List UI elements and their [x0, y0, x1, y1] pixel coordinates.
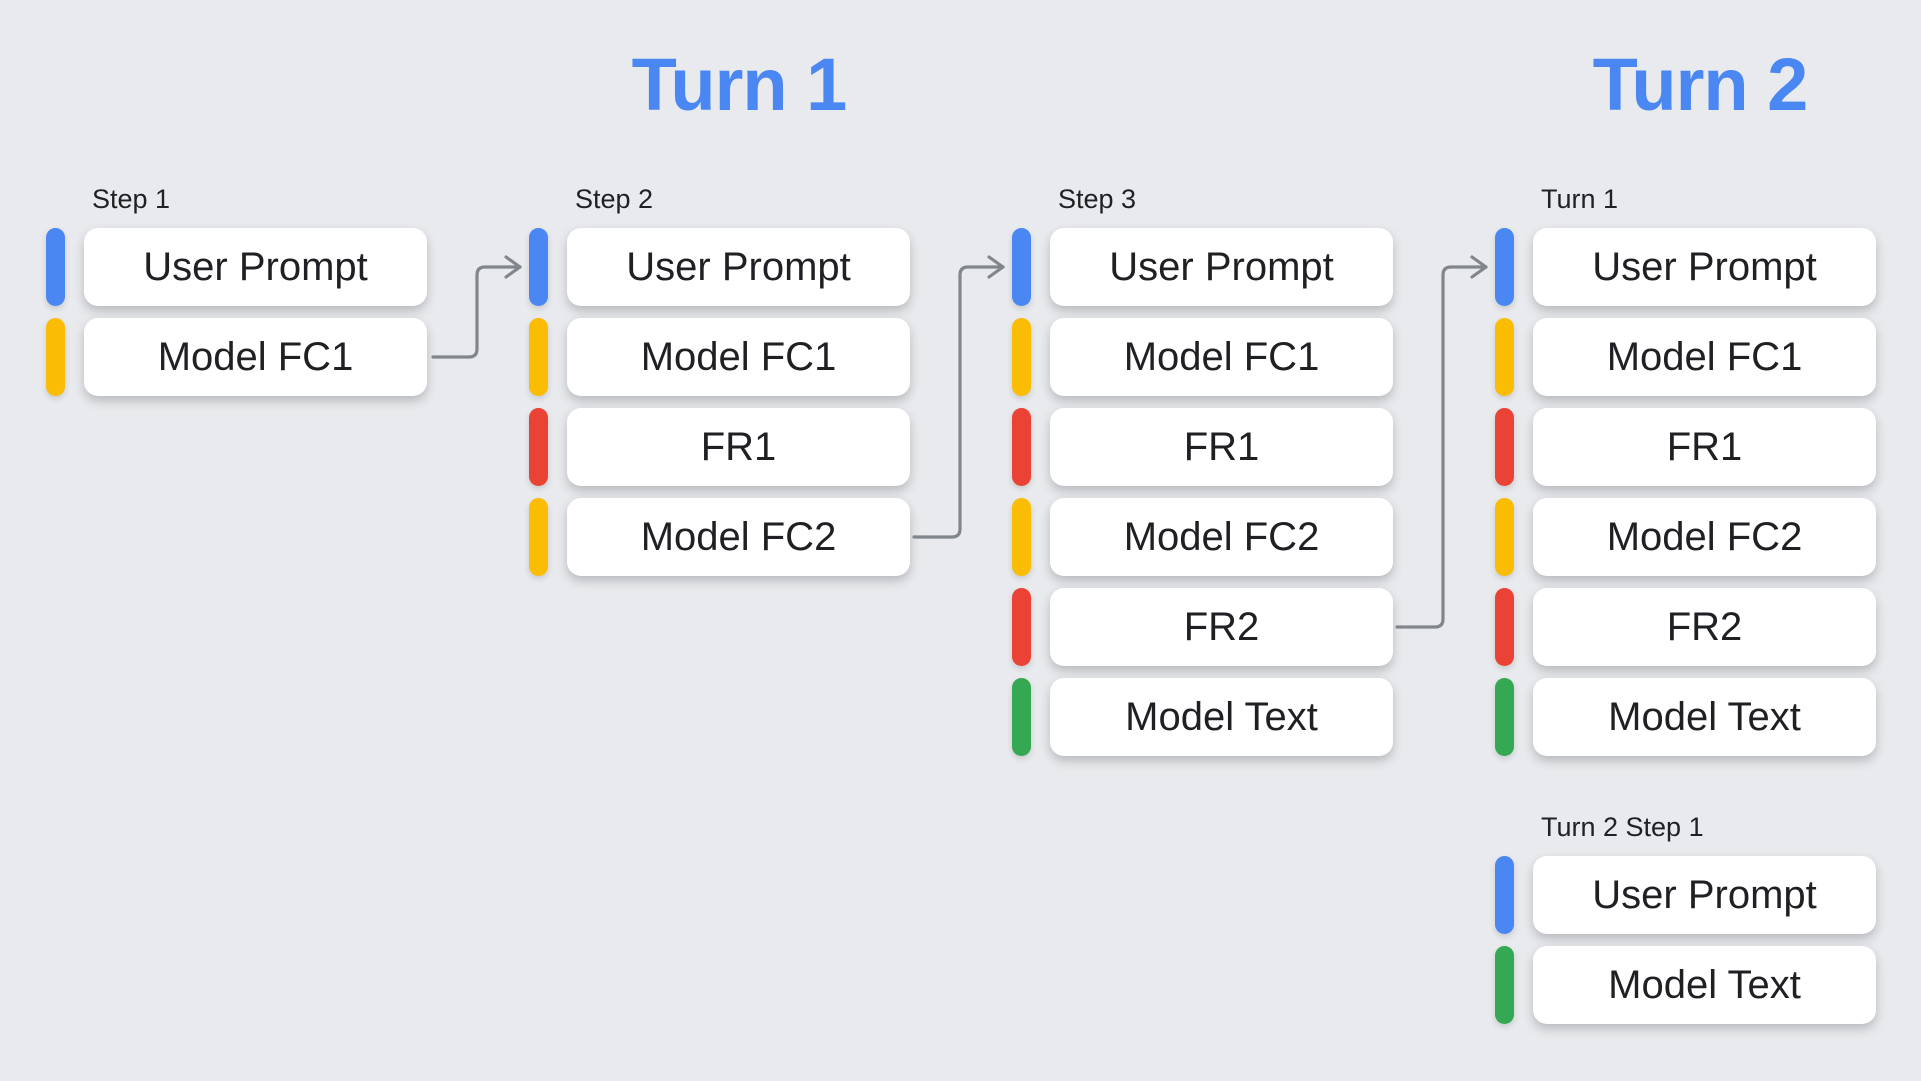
model-fc1-box: Model FC1 — [1533, 318, 1876, 396]
function-response-color-bar — [1012, 408, 1031, 486]
step-3-row-model-fc2: Model FC2 — [1012, 498, 1393, 576]
function-response-color-bar — [1495, 588, 1514, 666]
fr1-box: FR1 — [1050, 408, 1393, 486]
function-response-color-bar — [529, 408, 548, 486]
turn-1-history-label: Turn 1 — [1541, 184, 1619, 214]
turn-1-title: Turn 1 — [631, 43, 848, 126]
model-fc1-box: Model FC1 — [567, 318, 910, 396]
model-fc2-box: Model FC2 — [1533, 498, 1876, 576]
model-fc-color-bar — [46, 318, 65, 396]
turn-2-step-1-column: Turn 2 Step 1 User Prompt Model Text — [1495, 812, 1876, 1036]
model-fc-color-bar — [1495, 498, 1514, 576]
fr1-box: FR1 — [567, 408, 910, 486]
model-fc-color-bar — [1495, 318, 1514, 396]
turn-1-history-row-model-fc2: Model FC2 — [1495, 498, 1876, 576]
arrow-step3-to-turn2 — [1395, 265, 1488, 629]
step-2-label: Step 2 — [575, 184, 654, 214]
step-1-column: Step 1 User Prompt Model FC1 — [46, 184, 427, 408]
step-2-column: Step 2 User Prompt Model FC1 FR1 Model F… — [529, 184, 910, 588]
model-fc-color-bar — [1012, 318, 1031, 396]
turn-1-history-column: Turn 1 User Prompt Model FC1 FR1 Model F… — [1495, 184, 1876, 768]
turn-2-step-1-row-user-prompt: User Prompt — [1495, 856, 1876, 934]
turn-1-history-row-fr1: FR1 — [1495, 408, 1876, 486]
step-2-row-model-fc1: Model FC1 — [529, 318, 910, 396]
step-2-row-user-prompt: User Prompt — [529, 228, 910, 306]
turn-1-history-row-user-prompt: User Prompt — [1495, 228, 1876, 306]
model-fc-color-bar — [529, 318, 548, 396]
user-prompt-box: User Prompt — [1533, 228, 1876, 306]
fr2-box: FR2 — [1533, 588, 1876, 666]
step-1-label: Step 1 — [92, 184, 171, 214]
user-prompt-color-bar — [46, 228, 65, 306]
arrow-step3-to-turn2-head — [1470, 255, 1488, 279]
user-prompt-box: User Prompt — [84, 228, 427, 306]
arrow-step1-to-step2-head — [504, 255, 522, 279]
function-response-color-bar — [1012, 588, 1031, 666]
model-text-color-bar — [1495, 678, 1514, 756]
step-2-row-fr1: FR1 — [529, 408, 910, 486]
step-3-row-model-text: Model Text — [1012, 678, 1393, 756]
model-fc2-box: Model FC2 — [1050, 498, 1393, 576]
step-3-row-fr1: FR1 — [1012, 408, 1393, 486]
function-response-color-bar — [1495, 408, 1514, 486]
user-prompt-box: User Prompt — [1533, 856, 1876, 934]
model-fc1-box: Model FC1 — [1050, 318, 1393, 396]
model-text-box: Model Text — [1050, 678, 1393, 756]
arrow-step2-to-step3 — [912, 265, 1005, 539]
turn-1-history-row-model-text: Model Text — [1495, 678, 1876, 756]
model-text-color-bar — [1012, 678, 1031, 756]
model-fc2-box: Model FC2 — [567, 498, 910, 576]
step-3-row-fr2: FR2 — [1012, 588, 1393, 666]
model-fc1-box: Model FC1 — [84, 318, 427, 396]
model-text-box: Model Text — [1533, 678, 1876, 756]
arrow-step2-to-step3-head — [987, 255, 1005, 279]
user-prompt-box: User Prompt — [1050, 228, 1393, 306]
turn-2-step-1-row-model-text: Model Text — [1495, 946, 1876, 1024]
step-1-row-model-fc1: Model FC1 — [46, 318, 427, 396]
model-text-color-bar — [1495, 946, 1514, 1024]
user-prompt-color-bar — [1012, 228, 1031, 306]
step-3-row-user-prompt: User Prompt — [1012, 228, 1393, 306]
user-prompt-box: User Prompt — [567, 228, 910, 306]
user-prompt-color-bar — [529, 228, 548, 306]
arrow-step1-to-step2 — [431, 265, 522, 359]
model-text-box: Model Text — [1533, 946, 1876, 1024]
step-3-label: Step 3 — [1058, 184, 1137, 214]
turn-1-history-row-fr2: FR2 — [1495, 588, 1876, 666]
turn-1-history-row-model-fc1: Model FC1 — [1495, 318, 1876, 396]
model-fc-color-bar — [529, 498, 548, 576]
step-3-row-model-fc1: Model FC1 — [1012, 318, 1393, 396]
turn-2-title: Turn 2 — [1592, 43, 1809, 126]
fr1-box: FR1 — [1533, 408, 1876, 486]
fr2-box: FR2 — [1050, 588, 1393, 666]
model-fc-color-bar — [1012, 498, 1031, 576]
user-prompt-color-bar — [1495, 856, 1514, 934]
user-prompt-color-bar — [1495, 228, 1514, 306]
step-1-row-user-prompt: User Prompt — [46, 228, 427, 306]
step-2-row-model-fc2: Model FC2 — [529, 498, 910, 576]
step-3-column: Step 3 User Prompt Model FC1 FR1 Model F… — [1012, 184, 1393, 768]
turn-2-step-1-label: Turn 2 Step 1 — [1541, 812, 1704, 842]
